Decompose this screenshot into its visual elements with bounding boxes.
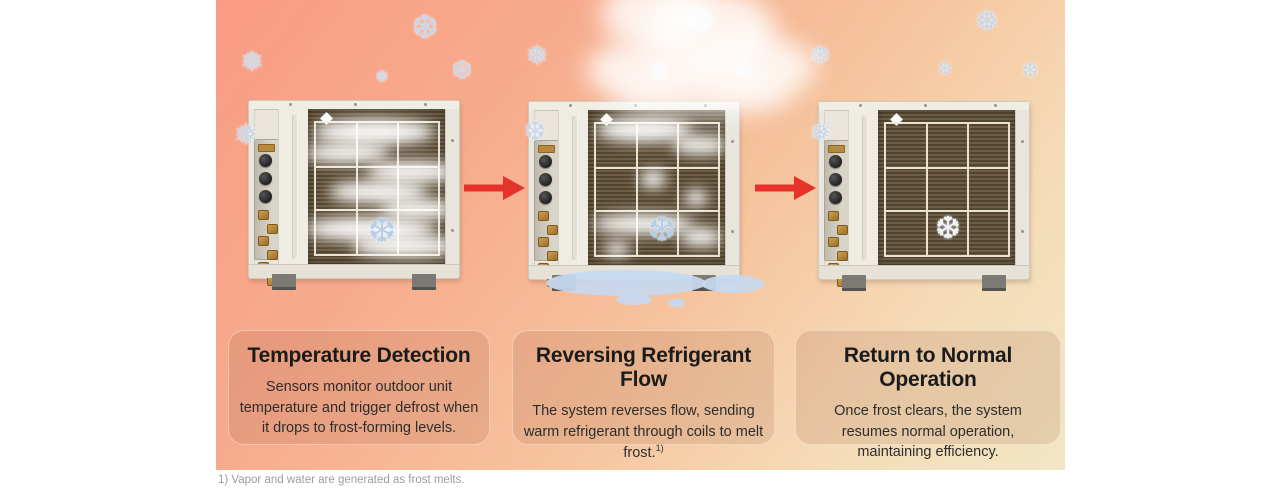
service-valve — [259, 190, 272, 203]
snowflake-icon: ❆ — [1021, 60, 1039, 82]
step-description: The system reverses flow, sending warm r… — [523, 401, 763, 464]
snowflake-icon: ❅ — [974, 3, 1000, 39]
snowflake-icon: ❆ — [937, 59, 953, 79]
frost-patch — [604, 242, 630, 256]
unit-shell: ❆ — [248, 100, 460, 286]
snowflake-icon: ❅ — [233, 119, 259, 152]
unit-right-frame — [1015, 110, 1029, 266]
steam-vapor — [611, 72, 791, 117]
service-valve — [259, 172, 272, 185]
unit-shell: ❆ — [818, 101, 1030, 287]
step-title: Reversing Refrigerant Flow — [535, 344, 752, 391]
snowflake-icon: ❆ — [647, 211, 677, 249]
service-valve — [829, 173, 842, 186]
unit-foot — [982, 275, 1006, 291]
service-valve — [829, 191, 842, 204]
service-valve — [539, 155, 552, 168]
step-card-reversing-refrigerant-flow: Reversing Refrigerant Flow The system re… — [512, 330, 775, 461]
frost-patch — [308, 143, 390, 163]
step-card-return-to-normal-operation: Return to Normal Operation Once frost cl… — [795, 330, 1061, 460]
frost-patch — [680, 228, 722, 246]
unit-front-panel — [558, 110, 590, 266]
unit-coil: ❆ — [588, 110, 726, 265]
unit-valve-panel — [534, 140, 560, 287]
step-title: Temperature Detection — [247, 344, 471, 367]
snowflake-icon: ❅ — [525, 40, 549, 71]
service-valve — [259, 154, 272, 167]
outdoor-unit-normal: ❆ — [818, 101, 1030, 291]
frost-patch — [328, 181, 428, 203]
service-valve — [539, 173, 552, 186]
water-puddle — [616, 294, 652, 305]
step-description-text: The system reverses flow, sending warm r… — [523, 403, 764, 461]
snowflake-icon: ❆ — [524, 116, 546, 146]
unit-front-panel — [848, 110, 880, 266]
frost-patch — [640, 170, 666, 188]
frost-patch — [366, 161, 446, 183]
frost-patch — [592, 214, 694, 234]
unit-right-frame — [445, 109, 459, 265]
snowflake-icon: ❆ — [451, 56, 473, 85]
unit-base — [819, 265, 1029, 279]
unit-coil: ❆ — [878, 110, 1016, 265]
step-title: Return to Normal Operation — [843, 344, 1013, 391]
outdoor-unit-defrosting: ❆ — [528, 101, 740, 291]
snowflake-icon: ❆ — [411, 9, 439, 45]
snowflake-icon: ❅ — [240, 46, 264, 77]
water-puddle — [546, 270, 706, 296]
unit-base — [249, 264, 459, 278]
coil-guard-grid — [884, 122, 1010, 257]
frost-patch — [672, 136, 726, 154]
pipe-fitting — [828, 145, 845, 153]
footnote-marker: 1) — [655, 443, 664, 454]
step-card-temperature-detection: Temperature Detection Sensors monitor ou… — [228, 330, 490, 445]
frost-patch — [684, 190, 708, 206]
snowflake-icon: ❅ — [374, 67, 390, 87]
frost-patch — [313, 119, 435, 145]
unit-foot — [272, 274, 296, 290]
step-description: Sensors monitor outdoor unit temperature… — [239, 379, 479, 437]
pipe-fitting — [258, 144, 275, 152]
water-puddle — [702, 275, 764, 293]
unit-coil: ❆ — [308, 109, 446, 264]
water-puddle — [668, 299, 685, 307]
footnote: 1) Vapor and water are generated as fros… — [218, 474, 465, 486]
unit-right-frame — [725, 110, 739, 266]
snowflake-icon: ❆ — [935, 210, 961, 246]
frost-patch — [596, 118, 692, 142]
unit-shell: ❆ — [528, 101, 740, 287]
pipe-fitting — [538, 145, 555, 153]
snowflake-icon: ❅ — [809, 117, 831, 147]
service-valve — [829, 155, 842, 168]
unit-foot — [412, 274, 436, 290]
unit-foot — [842, 275, 866, 291]
frost-patch — [352, 235, 446, 257]
frost-patch — [380, 199, 446, 219]
unit-valve-panel — [824, 140, 850, 287]
arrow-right-icon — [755, 176, 816, 200]
gradient-stage: ❅ ❆ ❅ ❆ ❅ ❆ ❅ ❆ ❅ ❆ ❅ ❆ — [216, 0, 1065, 470]
unit-front-panel — [278, 109, 310, 265]
unit-valve-panel — [254, 139, 280, 286]
arrow-right-icon — [464, 176, 525, 200]
service-valve — [539, 191, 552, 204]
snowflake-icon: ❆ — [367, 212, 397, 250]
step-description: Once frost clears, the system resumes no… — [834, 403, 1022, 461]
outdoor-unit-frosted: ❆ — [248, 100, 460, 290]
